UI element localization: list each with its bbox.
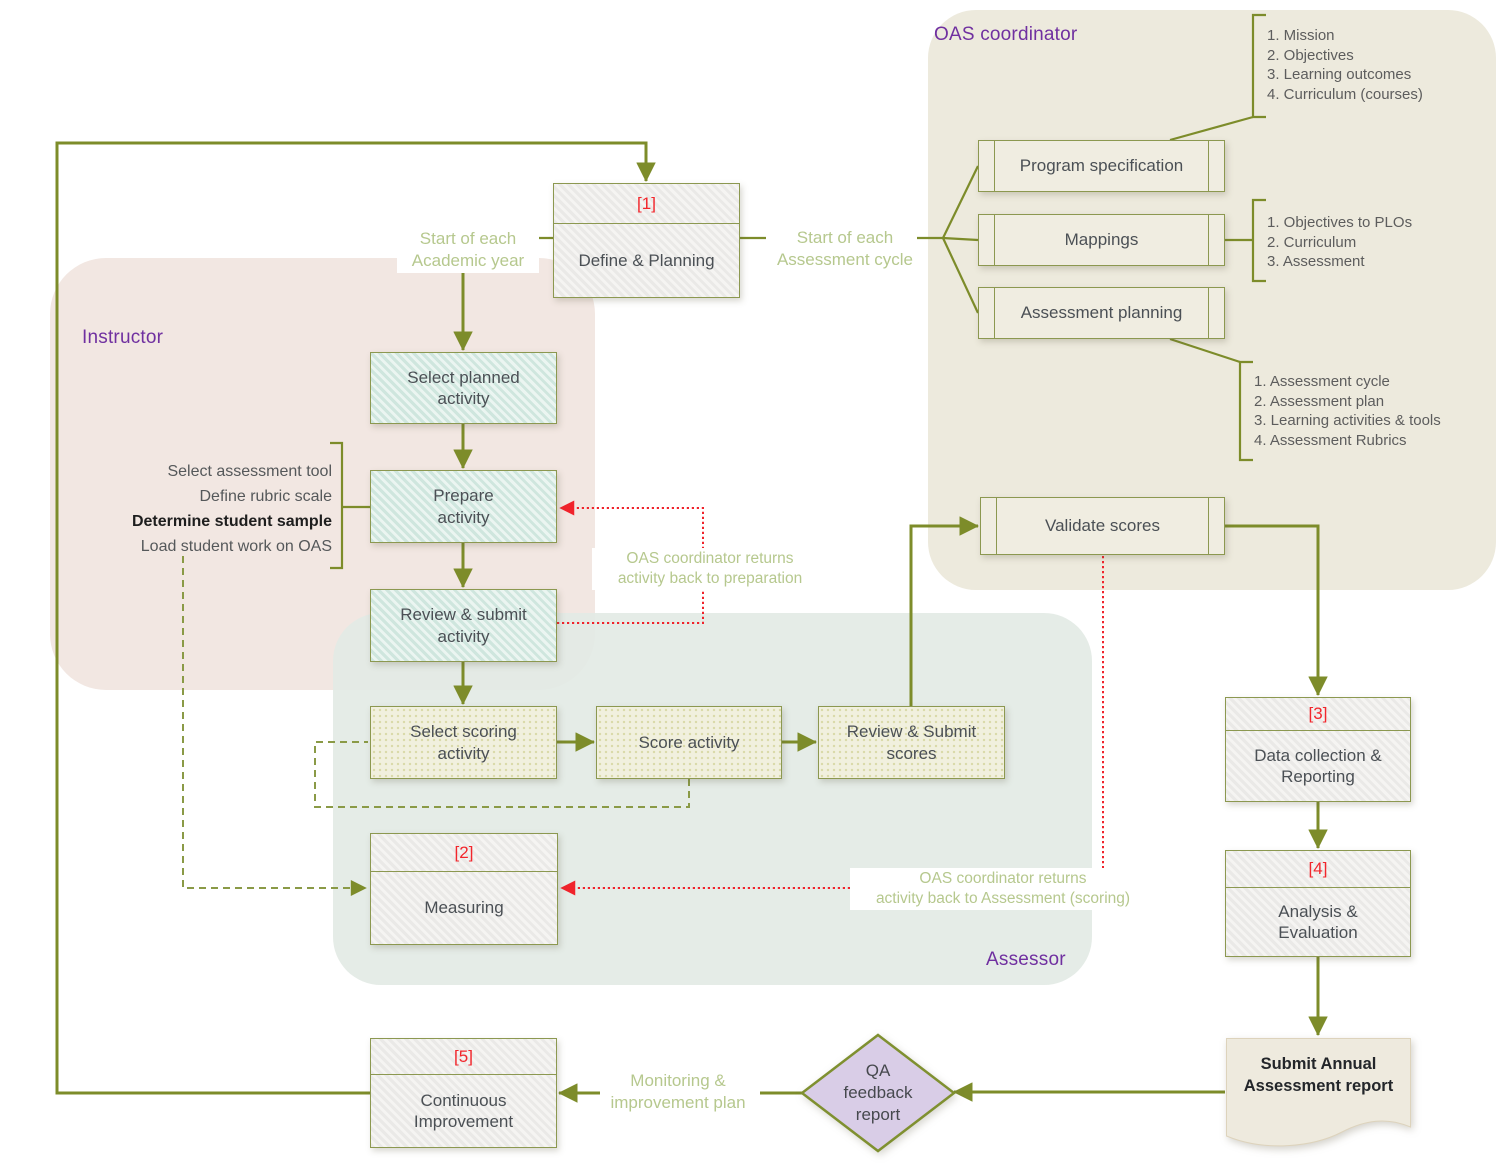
list-item: 3. Learning activities & tools xyxy=(1254,412,1441,429)
step-number-2: [2] xyxy=(371,834,557,872)
list-item: 1. Mission xyxy=(1267,27,1335,44)
step-number-4: [4] xyxy=(1226,851,1410,888)
node-review-submit-scores: Review & Submit scores xyxy=(818,706,1005,779)
node-analysis-evaluation-label: Analysis & Evaluation xyxy=(1226,888,1410,956)
wire-scores-to-validate xyxy=(909,516,979,706)
label-start-assessment-cycle: Start of each Assessment cycle xyxy=(776,228,914,269)
bracket-program-list xyxy=(1251,13,1266,119)
node-data-collection: [3] Data collection & Reporting xyxy=(1225,697,1411,802)
task-item: Select assessment tool xyxy=(167,463,332,480)
conn-branch-mappings xyxy=(942,236,979,242)
node-analysis-evaluation: [4] Analysis & Evaluation xyxy=(1225,850,1411,957)
instructor-task-list: Select assessment tool Define rubric sca… xyxy=(50,459,332,559)
node-select-scoring-activity: Select scoring activity xyxy=(370,706,557,779)
node-score-activity: Score activity xyxy=(596,706,782,779)
node-qa-feedback-report-label: QA feedback report xyxy=(843,1060,913,1125)
label-start-academic-year: Start of each Academic year xyxy=(397,227,539,273)
node-assessment-planning: Assessment planning xyxy=(978,287,1225,339)
label-return-to-preparation: OAS coordinator returns activity back to… xyxy=(592,548,828,590)
task-item-highlighted: Determine student sample xyxy=(131,513,332,530)
list-item: 3. Learning outcomes xyxy=(1267,66,1412,83)
program-specification-list: 1. Mission 2. Objectives 3. Learning out… xyxy=(1267,26,1423,104)
node-data-collection-label: Data collection & Reporting xyxy=(1226,731,1410,801)
list-item: 4. Assessment Rubrics xyxy=(1254,431,1407,449)
node-submit-annual-report: Submit Annual Assessment report xyxy=(1225,1037,1412,1157)
assessment-planning-list: 1. Assessment cycle 2. Assessment plan 3… xyxy=(1254,372,1441,450)
node-validate-scores: Validate scores xyxy=(980,497,1225,555)
oas-coordinator-label: OAS coordinator xyxy=(934,24,1078,45)
node-prepare-activity: Prepare activity xyxy=(370,470,557,543)
step-number-1: [1] xyxy=(554,184,739,224)
bracket-instructor-tasks xyxy=(330,441,344,570)
node-continuous-improvement: [5] Continuous Improvement xyxy=(370,1038,557,1148)
list-item: 1. Objectives to PLOs xyxy=(1267,214,1413,231)
node-qa-feedback-report: QA feedback report xyxy=(798,1031,958,1155)
assessor-label: Assessor xyxy=(986,949,1066,970)
conn-programspec-bracket xyxy=(1169,115,1254,142)
wire-load-to-measuring xyxy=(182,556,367,896)
node-measuring-label: Measuring xyxy=(371,872,557,944)
label-monitoring-plan: Monitoring & improvement plan xyxy=(610,1071,746,1112)
list-item: 2. Assessment plan xyxy=(1254,392,1385,410)
list-item: 4. Curriculum (courses) xyxy=(1267,85,1423,103)
task-item: Load student work on OAS xyxy=(140,538,332,555)
label-return-to-scoring: OAS coordinator returns activity back to… xyxy=(850,868,1156,910)
node-select-planned-activity: Select planned activity xyxy=(370,352,557,424)
node-measuring: [2] Measuring xyxy=(370,833,558,945)
node-program-specification: Program specification xyxy=(978,140,1225,192)
node-mappings: Mappings xyxy=(978,214,1225,266)
node-define-planning: [1] Define & Planning xyxy=(553,183,740,298)
mappings-list: 1. Objectives to PLOs 2. Curriculum 3. A… xyxy=(1267,213,1412,272)
diamond-shape xyxy=(799,1033,957,1153)
list-item: 3. Assessment xyxy=(1267,253,1365,270)
conn-assessplanning-bracket xyxy=(1169,337,1241,364)
instructor-label: Instructor xyxy=(82,327,164,348)
node-continuous-improvement-label: Continuous Improvement xyxy=(371,1075,556,1147)
node-review-submit-activity: Review & submit activity xyxy=(370,589,557,662)
wire-validate-to-datacollection xyxy=(1225,524,1328,696)
bracket-mapping-list xyxy=(1251,198,1266,283)
conn-branch-programspec xyxy=(942,165,979,239)
list-item: 2. Objectives xyxy=(1267,46,1354,64)
list-item: 2. Curriculum xyxy=(1267,233,1357,251)
document-shape xyxy=(1226,1038,1411,1147)
bracket-planning-list xyxy=(1238,360,1253,462)
conn-branch-assessplanning xyxy=(942,237,979,314)
list-item: 1. Assessment cycle xyxy=(1254,373,1390,390)
wire-feedback-loop xyxy=(55,141,656,1095)
step-number-3: [3] xyxy=(1226,698,1410,731)
wire-score-back-to-scoring xyxy=(314,741,690,808)
step-number-5: [5] xyxy=(371,1039,556,1075)
node-define-planning-label: Define & Planning xyxy=(554,224,739,297)
task-item: Define rubric scale xyxy=(199,488,333,505)
node-submit-annual-report-label: Submit Annual Assessment report xyxy=(1243,1055,1394,1096)
